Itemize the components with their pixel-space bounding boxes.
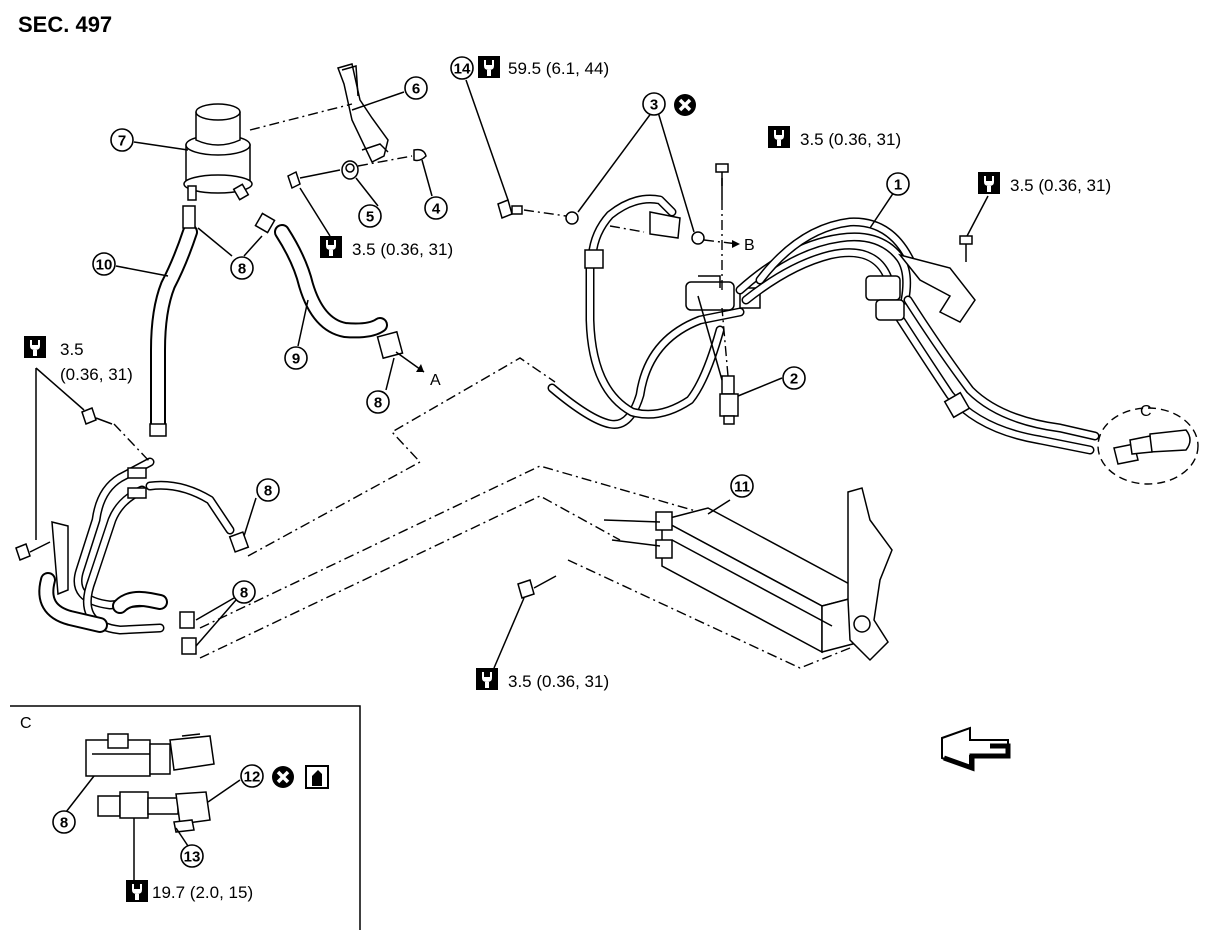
section-title: SEC. 497 [18,12,112,37]
callout-8-detail: 8 [52,810,76,834]
svg-text:2: 2 [790,371,798,388]
cooler-bolt [517,575,557,599]
torque-spec-clamp-center: 3.5 (0.36, 31) [800,130,901,149]
detail-box-letter: C [20,715,32,732]
replace-icon-o-ring [270,764,296,790]
suction-hose [254,212,404,360]
torque-icon-left [24,336,46,358]
callout-8-top: 8 [230,256,254,280]
copper-washer-right [691,231,705,245]
callout-11: 11 [730,474,754,498]
callout-9: 9 [284,346,308,370]
arrow-label-a: A [430,372,441,389]
eye-bolt [497,198,523,220]
detail-c-marker: C [1097,403,1199,485]
torque-spec-left-value: 3.5 [60,340,84,359]
callout-5: 5 [358,204,382,228]
callout-8-lower: 8 [232,580,256,604]
svg-text:8: 8 [60,815,68,832]
torque-spec-bracket: 3.5 (0.36, 31) [352,240,453,259]
clamp-bolt-center [715,163,729,186]
svg-text:7: 7 [118,133,126,150]
return-hose [149,205,198,437]
torque-icon-cooler [476,668,498,690]
torque-icon-detail [126,880,148,902]
torque-spec-detail: 19.7 (2.0, 15) [152,883,253,902]
lower-left-bolt [15,541,51,561]
svg-text:6: 6 [412,81,420,98]
torque-spec-eye-bolt: 59.5 (6.1, 44) [508,59,609,78]
torque-icon-clamp-right [978,172,1000,194]
detail-c-box: C [10,705,361,930]
svg-text:4: 4 [432,201,441,218]
torque-icon-14 [478,56,500,78]
reservoir-bracket [337,63,389,164]
callout-6: 6 [404,76,428,100]
reservoir-tank [183,103,253,201]
torque-icon-bracket [320,236,342,258]
svg-text:11: 11 [734,479,750,496]
callout-8-middle: 8 [256,478,280,502]
torque-icon-clamp-center [768,126,790,148]
callout-7: 7 [110,128,134,152]
callout-8-hose: 8 [366,390,390,414]
callout-10: 10 [92,252,116,276]
pressure-switch [719,375,739,425]
svg-text:8: 8 [240,585,248,602]
svg-text:8: 8 [374,395,382,412]
svg-text:1: 1 [894,177,902,194]
torque-spec-left-units: (0.36, 31) [60,365,133,384]
svg-text:8: 8 [264,483,272,500]
callout-13: 13 [180,844,204,868]
clamp-bolt-right [959,235,973,262]
svg-text:9: 9 [292,351,300,368]
callout-1: 1 [886,172,910,196]
callout-12: 12 [240,764,264,788]
torque-spec-clamp-right: 3.5 (0.36, 31) [1010,176,1111,195]
copper-washer-left [565,211,579,225]
svg-text:8: 8 [238,261,246,278]
clip-4 [413,148,427,162]
torque-spec-cooler: 3.5 (0.36, 31) [508,672,609,691]
svg-text:3: 3 [650,97,658,114]
callout-3: 3 [642,92,666,116]
left-pipe-assembly [38,457,250,655]
detail-c-letter: C [1140,403,1152,420]
svg-text:12: 12 [244,769,261,786]
replace-icon-washers [672,92,698,118]
left-bolt [81,407,113,425]
svg-text:13: 13 [184,849,201,866]
callout-2: 2 [782,366,806,390]
svg-text:5: 5 [366,209,374,226]
svg-text:10: 10 [96,257,113,274]
bracket-bolt [287,160,359,190]
front-direction-arrow [941,726,1011,772]
callout-14: 14 [450,56,474,80]
high-pressure-pipe-assembly [735,217,1100,455]
callout-4: 4 [424,196,448,220]
svg-text:14: 14 [454,61,471,78]
oil-cooler [603,487,893,662]
arrow-label-b: B [744,237,755,254]
grease-icon [305,765,329,789]
